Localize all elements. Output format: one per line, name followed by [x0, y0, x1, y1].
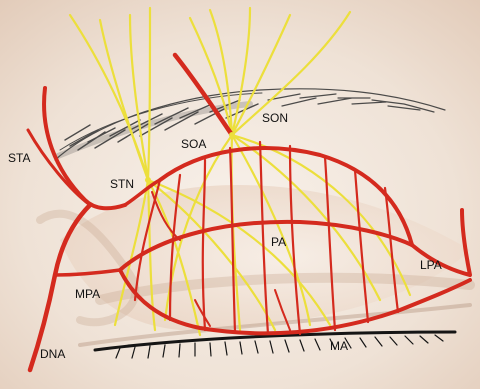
label-stn: STN	[110, 178, 134, 190]
son-branch-point	[229, 132, 235, 138]
label-mpa: MPA	[75, 288, 100, 300]
label-ma: MA	[330, 340, 348, 352]
label-son: SON	[262, 112, 288, 124]
label-soa: SOA	[181, 138, 206, 150]
label-sta: STA	[8, 152, 30, 164]
stn-branch-point	[145, 177, 151, 183]
label-pa: PA	[271, 236, 286, 248]
label-dna: DNA	[40, 348, 65, 360]
label-lpa: LPA	[420, 259, 442, 271]
